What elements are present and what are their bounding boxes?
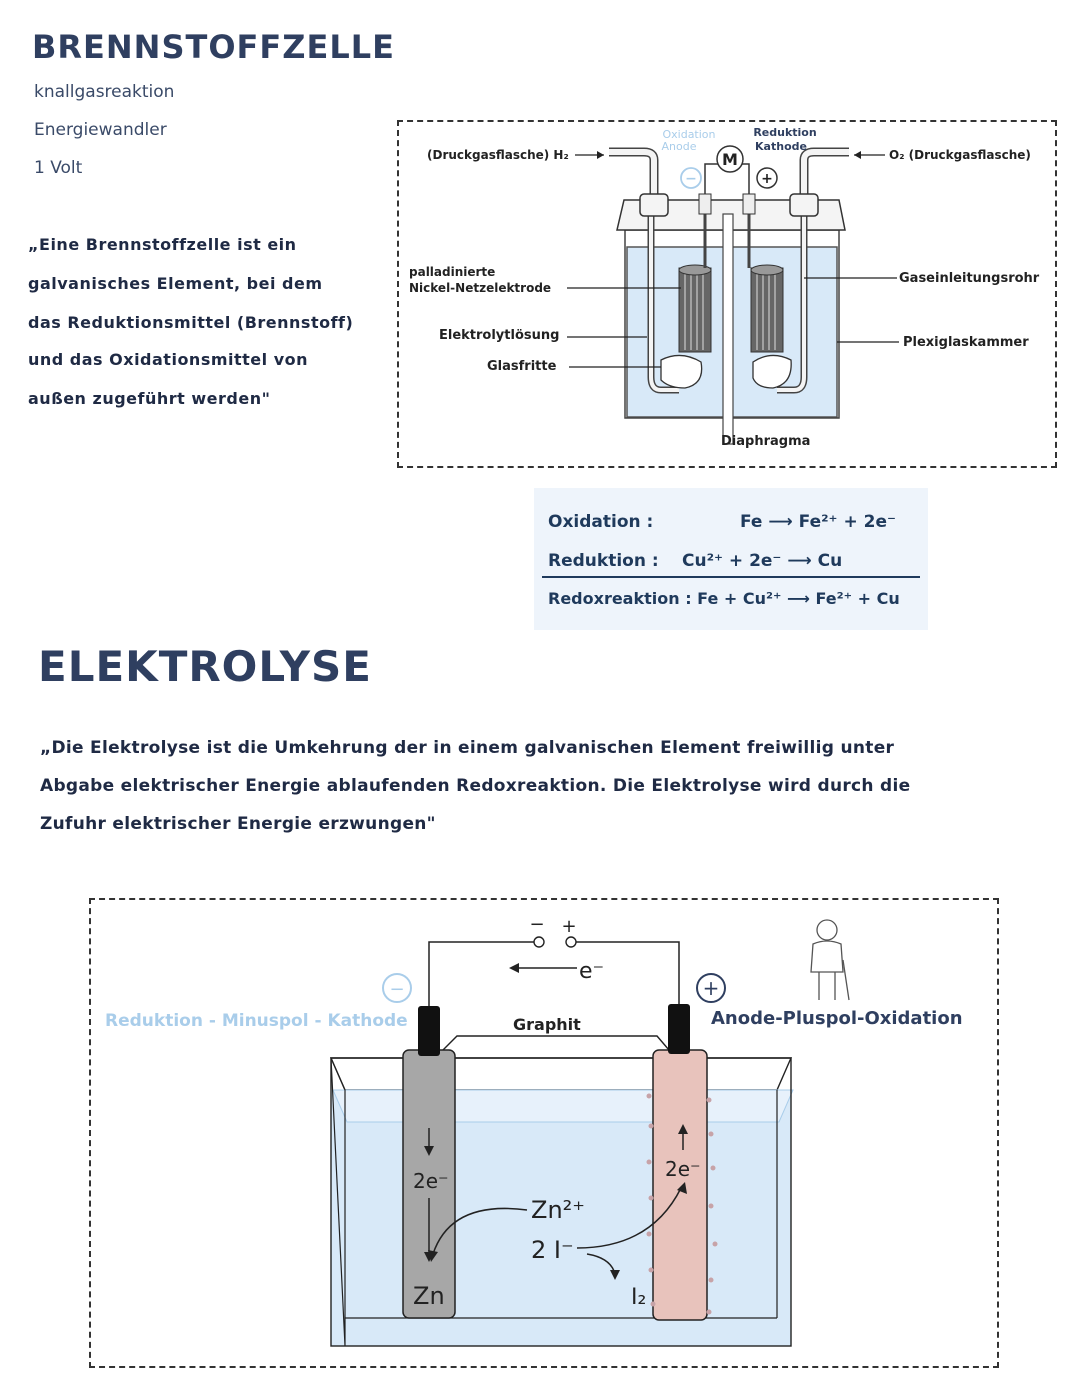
left-stopper <box>639 193 669 217</box>
fc-definition-line-3: das Reduktionsmittel (Brennstoff) <box>28 313 354 332</box>
h2-label: (Druckgasflasche) H₂ <box>427 148 569 162</box>
kathode-label: Kathode <box>755 140 807 153</box>
terminal-plus: + <box>561 916 576 937</box>
anode-plus-icon <box>696 973 726 1003</box>
electrolysis-tank <box>330 1057 792 1347</box>
left-glass-frit <box>660 354 703 389</box>
diaphragm-label: Diaphragma <box>721 434 810 449</box>
anode-electrode <box>652 1049 708 1321</box>
iodine-dots <box>646 1093 718 1315</box>
anode-electrons: 2e⁻ <box>665 1157 701 1181</box>
fc-plus-icon <box>756 167 778 189</box>
el-definition-line-1: „Die Elektrolyse ist die Umkehrung der i… <box>40 738 895 758</box>
minus-terminal <box>533 936 545 948</box>
anode-cap <box>668 1004 690 1054</box>
note-1: knallgasreaktion <box>34 82 175 102</box>
electrolysis-title: ELEKTROLYSE <box>38 642 372 691</box>
oxidation-equation: Fe ⟶ Fe²⁺ + 2e⁻ <box>740 512 896 532</box>
electrode-label-1: palladinierte <box>409 265 495 279</box>
zinc-label: Zn <box>413 1282 445 1310</box>
el-definition-line-2: Abgabe elektrischer Energie ablaufenden … <box>40 776 911 796</box>
left-electrode <box>678 264 712 353</box>
scientist-icon <box>810 919 850 1001</box>
anode-label: Anode <box>662 140 697 153</box>
electrolysis-diagram-box: − + e⁻ − + Reduktion - Minuspol - Kathod… <box>89 898 999 1368</box>
fc-definition-line-2: galvanisches Element, bei dem <box>28 274 323 293</box>
fuel-cell-diagram-box: M − + Oxidation Anode Reduktion Kathode … <box>397 120 1057 468</box>
electron-arrow-icon <box>509 963 519 973</box>
diaphragm <box>722 213 734 445</box>
motor-icon <box>716 145 744 173</box>
right-stopper <box>789 193 819 217</box>
note-3: 1 Volt <box>34 158 83 178</box>
divider <box>542 576 920 578</box>
oxidation-label: Oxidation : <box>548 512 654 532</box>
o2-label: O₂ (Druckgasflasche) <box>889 148 1031 162</box>
cathode-minus-icon <box>382 973 412 1003</box>
fc-definition-line-1: „Eine Brennstoffzelle ist ein <box>28 235 297 254</box>
oxidation-label: Oxidation <box>662 128 715 141</box>
iodide-label: 2 I⁻ <box>531 1236 574 1264</box>
redox-equation: Redoxreaktion : Fe + Cu²⁺ ⟶ Fe²⁺ + Cu <box>548 589 900 608</box>
cathode-minus: − <box>389 979 404 1000</box>
electrode-label-2: Nickel-Netzelektrode <box>409 281 551 295</box>
frit-label: Glasfritte <box>487 359 557 374</box>
cathode-side-label: Reduktion - Minuspol - Kathode <box>105 1011 408 1031</box>
anode-side-label: Anode-Pluspol-Oxidation <box>711 1008 963 1029</box>
el-definition-line-3: Zufuhr elektrischer Energie erzwungen" <box>40 814 436 834</box>
cathode-electrons: 2e⁻ <box>413 1169 449 1193</box>
fc-plus: + <box>761 171 773 187</box>
reduktion-equation: Cu²⁺ + 2e⁻ ⟶ Cu <box>682 551 843 571</box>
fc-minus: − <box>685 171 697 187</box>
redox-box: Oxidation : Fe ⟶ Fe²⁺ + 2e⁻ Reduktion : … <box>534 488 928 630</box>
electrolysis-diagram: − + e⁻ − + Reduktion - Minuspol - Kathod… <box>105 914 963 1347</box>
right-electrode <box>750 264 784 353</box>
reduktion-label: Reduktion <box>753 126 816 139</box>
fc-minus-icon <box>680 167 702 189</box>
chamber-label: Plexiglaskammer <box>903 335 1029 350</box>
fc-definition-line-5: außen zugeführt werden" <box>28 389 271 408</box>
right-glass-frit <box>752 354 792 389</box>
fc-definition-line-4: und das Oxidationsmittel von <box>28 350 309 369</box>
terminal-minus: − <box>529 914 544 935</box>
zinc-ion-label: Zn²⁺ <box>531 1196 585 1224</box>
electrolyte-label: Elektrolytlösung <box>439 328 559 343</box>
graphite-label: Graphit <box>513 1015 581 1034</box>
gas-tube-label: Gaseinleitungsrohr <box>899 271 1040 286</box>
note-2: Energiewandler <box>34 120 167 140</box>
reduktion-label: Reduktion : <box>548 551 659 571</box>
fuel-cell-diagram: M − + Oxidation Anode Reduktion Kathode … <box>409 126 1040 449</box>
anode-plus: + <box>703 976 720 1000</box>
electron-label: e⁻ <box>579 959 604 984</box>
motor-label: M <box>722 150 738 169</box>
cathode-cap <box>418 1006 440 1056</box>
iodine-label: I₂ <box>631 1285 646 1310</box>
fuel-cell-title: BRENNSTOFFZELLE <box>32 28 395 66</box>
plus-terminal <box>565 936 577 948</box>
